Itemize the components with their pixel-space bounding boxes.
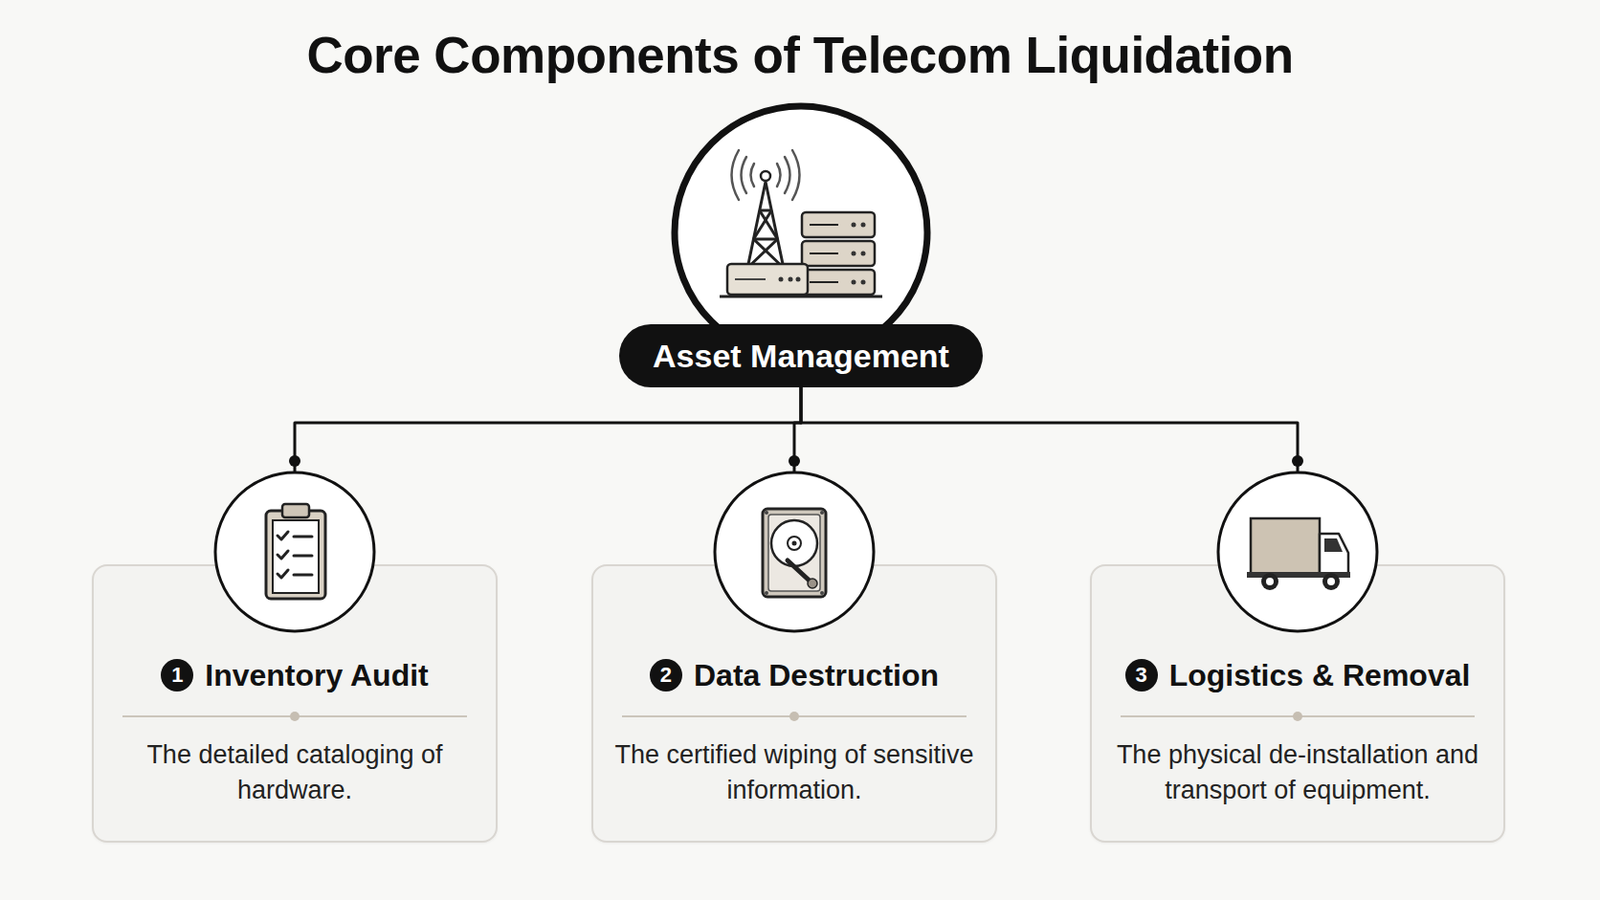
- icon-part: [272, 520, 319, 594]
- icon-part: [861, 251, 867, 257]
- icon-part: [732, 150, 800, 200]
- icon-part: [796, 277, 801, 283]
- hub-label: Asset Management: [652, 337, 950, 376]
- hub-icon: [674, 106, 928, 359]
- icon-part: [277, 551, 289, 559]
- icon-part: [293, 536, 312, 576]
- icon-part: [674, 106, 928, 359]
- icon-part: [762, 509, 826, 598]
- tree-connector: [294, 387, 801, 462]
- icon-part: [1322, 573, 1340, 591]
- icon-part: [734, 278, 766, 281]
- icon-part: [777, 163, 781, 187]
- icon-part: [727, 264, 808, 295]
- edge-group: [800, 387, 1304, 467]
- card-content: 2 Data DestructionThe certified wiping of…: [591, 656, 998, 809]
- diagram-title: Core Components of Telecom Liquidation: [0, 24, 1600, 87]
- icon-part: [861, 280, 867, 286]
- icon-part: [809, 224, 839, 283]
- card-icon: [1216, 461, 1379, 634]
- card-description: The certified wiping of sensitive inform…: [612, 737, 977, 809]
- icon-part: [768, 514, 821, 592]
- icon-part: [1266, 577, 1274, 586]
- icon-part: [1261, 573, 1279, 591]
- icon-part: [266, 511, 326, 600]
- icon-part: [820, 511, 824, 515]
- component-card: 2 Data DestructionThe certified wiping of…: [591, 461, 998, 844]
- icon-part: [851, 251, 857, 257]
- divider-dot: [289, 711, 300, 722]
- icon-part: [277, 532, 289, 540]
- component-card: 3 Logistics & RemovalThe physical de-inst…: [1089, 461, 1506, 844]
- icon-part: [732, 150, 740, 200]
- hub-pill: Asset Management: [619, 324, 983, 388]
- callout-number: 2: [649, 659, 683, 692]
- icon-part: [1296, 461, 1300, 473]
- icon-part: [793, 461, 797, 473]
- card-heading-row: 3 Logistics & Removal: [1111, 656, 1485, 695]
- card-description: The detailed cataloging of hardware.: [112, 737, 477, 809]
- icon-part: [801, 212, 875, 295]
- icon-part: [764, 591, 769, 596]
- card-heading: Data Destruction: [693, 656, 939, 695]
- card-heading: Inventory Audit: [204, 656, 428, 695]
- edge-group: [288, 387, 801, 467]
- icon-part: [1327, 577, 1335, 586]
- icon-part: [282, 504, 310, 518]
- component-card: 1 Inventory AuditThe detailed cataloging …: [91, 461, 498, 844]
- icon-part: [861, 222, 867, 228]
- card-heading: Logistics & Removal: [1169, 656, 1471, 695]
- icon-part: [792, 541, 798, 547]
- icon-part: [787, 536, 801, 551]
- icon-part: [1218, 472, 1378, 632]
- callout-number: 1: [160, 659, 194, 692]
- icon-part: [1250, 518, 1320, 575]
- icon-part: [771, 520, 818, 567]
- icon-part: [293, 461, 297, 473]
- icon-part: [714, 472, 874, 632]
- icon-part: [215, 472, 375, 632]
- divider-line: [1120, 715, 1475, 718]
- icon-part: [778, 277, 784, 283]
- icon-part: [764, 511, 769, 515]
- card-heading-row: 1 Inventory Audit: [112, 656, 477, 695]
- divider-dot: [789, 711, 800, 722]
- card-content: 3 Logistics & RemovalThe physical de-inst…: [1089, 656, 1506, 809]
- card-heading-row: 2 Data Destruction: [612, 656, 977, 695]
- icon-part: [764, 511, 824, 596]
- icon-part: [788, 277, 794, 283]
- icon-part: [807, 578, 818, 589]
- icon-part: [747, 210, 784, 268]
- icon-part: [760, 171, 771, 181]
- callout-number: 3: [1125, 659, 1158, 692]
- icon-part: [784, 156, 791, 194]
- icon-part: [851, 222, 857, 228]
- icon-part: [1319, 533, 1349, 575]
- icon-part: [741, 156, 748, 194]
- card-icon: [712, 461, 876, 634]
- divider-line: [622, 715, 967, 718]
- icon-part: [277, 532, 312, 578]
- icon-part: [751, 163, 756, 187]
- icon-part: [851, 222, 867, 286]
- icon-part: [1324, 538, 1343, 553]
- tree-connector: [800, 387, 1298, 462]
- divider-line: [122, 715, 467, 718]
- icon-part: [820, 591, 824, 596]
- icon-part: [277, 570, 289, 578]
- divider-dot: [1292, 711, 1303, 722]
- icon-part: [792, 150, 800, 200]
- edge-group: [788, 387, 801, 467]
- icon-part: [747, 210, 784, 268]
- icon-part: [851, 280, 857, 286]
- card-content: 1 Inventory AuditThe detailed cataloging …: [91, 656, 498, 809]
- card-description: The physical de-installation and transpo…: [1111, 737, 1485, 809]
- card-icon: [213, 461, 377, 634]
- icon-part: [719, 295, 883, 299]
